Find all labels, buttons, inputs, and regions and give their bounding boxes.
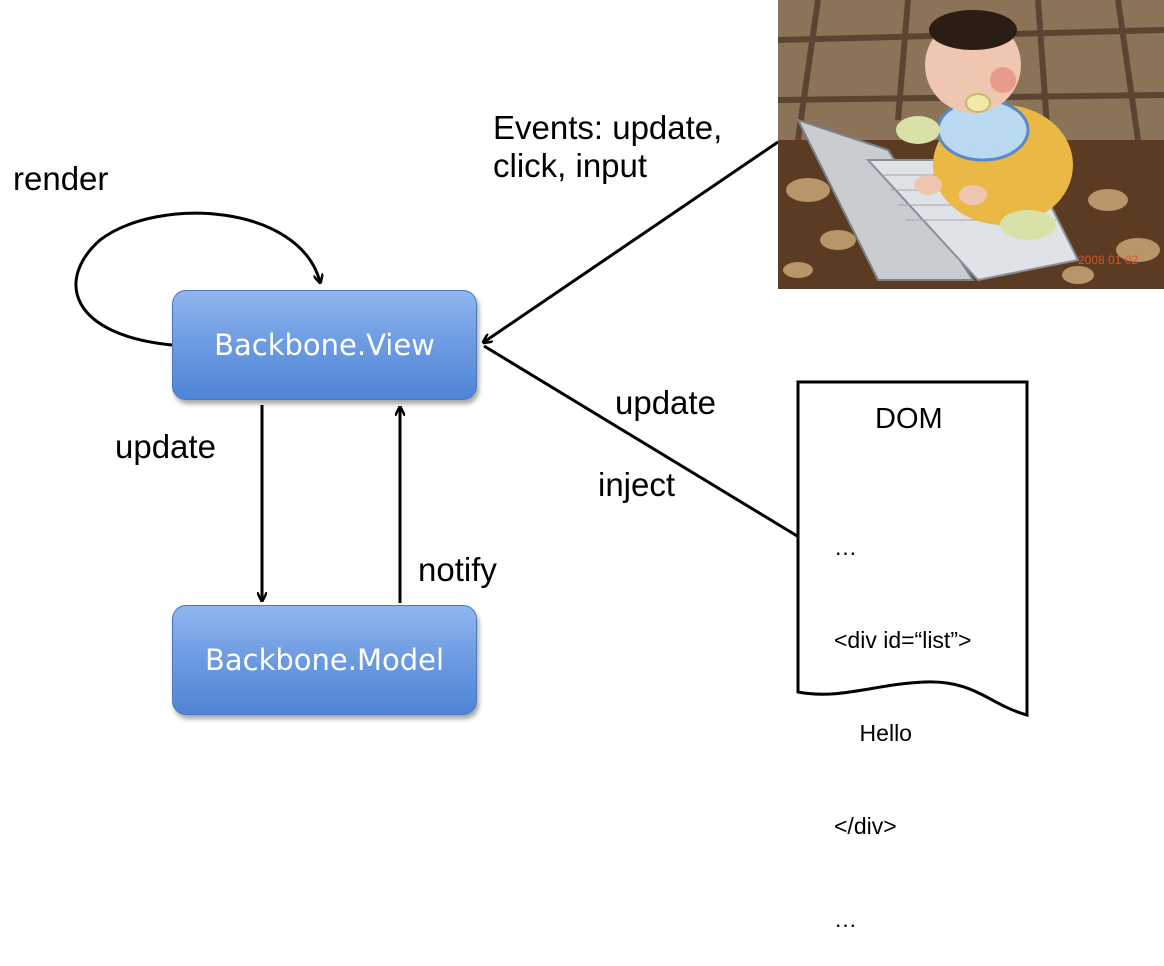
render-label: render: [13, 160, 109, 197]
events-label-line2: click, input: [493, 147, 648, 184]
backbone-view-label: Backbone.View: [214, 328, 435, 362]
update-left-label: update: [115, 428, 216, 465]
render-loop-arrow: [74, 211, 320, 347]
inject-arrow: [483, 344, 812, 545]
dom-title: DOM: [875, 403, 943, 435]
update-right-label: update: [615, 384, 716, 421]
dom-line: …: [834, 906, 857, 932]
dom-line: </div>: [834, 813, 897, 839]
baby-at-laptop-photo: 2008 01 02: [778, 0, 1164, 289]
photo-timestamp: 2008 01 02: [1078, 253, 1138, 267]
dom-content: … <div id=“list”> Hello </div> …: [834, 470, 971, 966]
dom-line: …: [834, 534, 857, 560]
backbone-model-label: Backbone.Model: [204, 643, 445, 677]
events-label-line1: Events: update,: [493, 109, 723, 146]
notify-label: notify: [418, 551, 497, 588]
events-arrow: [484, 140, 779, 342]
backbone-model-box: Backbone.Model: [172, 605, 477, 715]
dom-line: Hello: [834, 720, 912, 746]
inject-label: inject: [598, 466, 676, 503]
diagram-canvas: [74, 140, 1029, 717]
backbone-view-box: Backbone.View: [172, 290, 477, 400]
photo-illustration: 2008 01 02: [778, 0, 1164, 289]
dom-line: <div id=“list”>: [834, 627, 972, 653]
dom-document-shape: [796, 380, 1029, 717]
